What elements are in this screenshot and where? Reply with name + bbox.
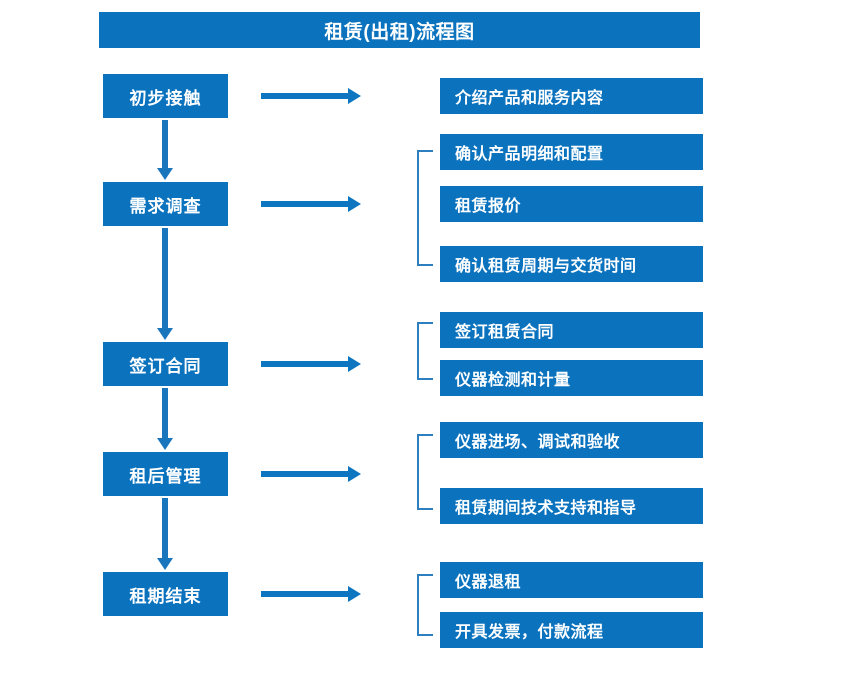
stage-box-4[interactable]: 租后管理 <box>103 452 228 496</box>
detail-box-5-1[interactable]: 仪器退租 <box>440 562 703 598</box>
vertical-arrow-icon-3 <box>157 388 173 450</box>
stage-box-2[interactable]: 需求调查 <box>103 182 228 226</box>
detail-box-4-2[interactable]: 租赁期间技术支持和指导 <box>440 488 703 524</box>
detail-box-3-1[interactable]: 签订租赁合同 <box>440 312 703 348</box>
group-bracket-2 <box>417 150 433 266</box>
stage-box-1[interactable]: 初步接触 <box>103 74 228 118</box>
horizontal-arrow-icon-2 <box>261 196 361 212</box>
horizontal-arrow-icon-5 <box>261 586 361 602</box>
detail-box-4-1[interactable]: 仪器进场、调试和验收 <box>440 422 703 458</box>
detail-box-2-2[interactable]: 租赁报价 <box>440 186 703 222</box>
detail-box-1-1[interactable]: 介绍产品和服务内容 <box>440 78 703 114</box>
detail-box-3-2[interactable]: 仪器检测和计量 <box>440 360 703 396</box>
horizontal-arrow-icon-1 <box>261 88 361 104</box>
group-bracket-3 <box>417 322 433 380</box>
detail-box-2-3[interactable]: 确认租赁周期与交货时间 <box>440 246 703 282</box>
vertical-arrow-icon-2 <box>157 228 173 340</box>
page-title: 租赁(出租)流程图 <box>99 12 700 48</box>
group-bracket-4 <box>417 434 433 510</box>
group-bracket-5 <box>417 574 433 636</box>
vertical-arrow-icon-1 <box>157 120 173 180</box>
stage-box-5[interactable]: 租期结束 <box>103 572 228 616</box>
detail-box-5-2[interactable]: 开具发票，付款流程 <box>440 612 703 648</box>
horizontal-arrow-icon-4 <box>261 466 361 482</box>
detail-box-2-1[interactable]: 确认产品明细和配置 <box>440 134 703 170</box>
horizontal-arrow-icon-3 <box>261 356 361 372</box>
vertical-arrow-icon-4 <box>157 498 173 570</box>
stage-box-3[interactable]: 签订合同 <box>103 342 228 386</box>
